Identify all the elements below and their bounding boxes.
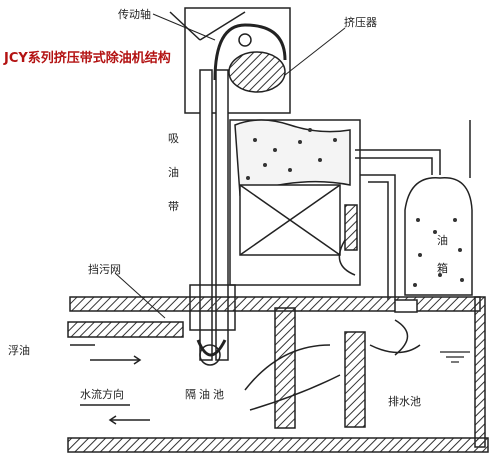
label-separation-pit-2: 油 xyxy=(199,387,210,401)
leader-lines xyxy=(114,13,346,319)
label-dirt-barrier: 挡污网 xyxy=(88,262,121,276)
label-drive-shaft: 传动轴 xyxy=(118,7,151,21)
label-separation-pit-3: 池 xyxy=(213,388,224,401)
squeeze-chamber xyxy=(229,119,361,286)
oil-tank xyxy=(404,120,473,296)
drive-shaft-wheel xyxy=(213,23,287,93)
label-oil-belt-1: 吸 xyxy=(168,132,179,145)
top-frame xyxy=(169,7,291,114)
pit-walls xyxy=(67,296,489,453)
label-drain-channel: 排水池 xyxy=(388,394,421,408)
label-oil-belt-2: 油 xyxy=(168,165,179,179)
label-oil-belt-3: 带 xyxy=(168,200,179,213)
diagram-title: JCY系列挤压带式除油机结构 xyxy=(4,51,171,66)
oil-outlet-pipe xyxy=(355,149,441,300)
label-oil-tank-1: 油 xyxy=(437,233,448,247)
label-squeeze-device: 挤压器 xyxy=(344,15,377,29)
label-oil-tank-2: 箱 xyxy=(437,261,448,275)
oil-belt-columns xyxy=(189,69,236,366)
flow-arrows xyxy=(70,239,421,425)
label-separation-pit-1: 隔 xyxy=(185,388,196,401)
label-water-flow: 水流方向 xyxy=(80,387,124,401)
water-level-marker xyxy=(440,351,470,363)
label-floating-oil: 浮油 xyxy=(8,343,30,357)
